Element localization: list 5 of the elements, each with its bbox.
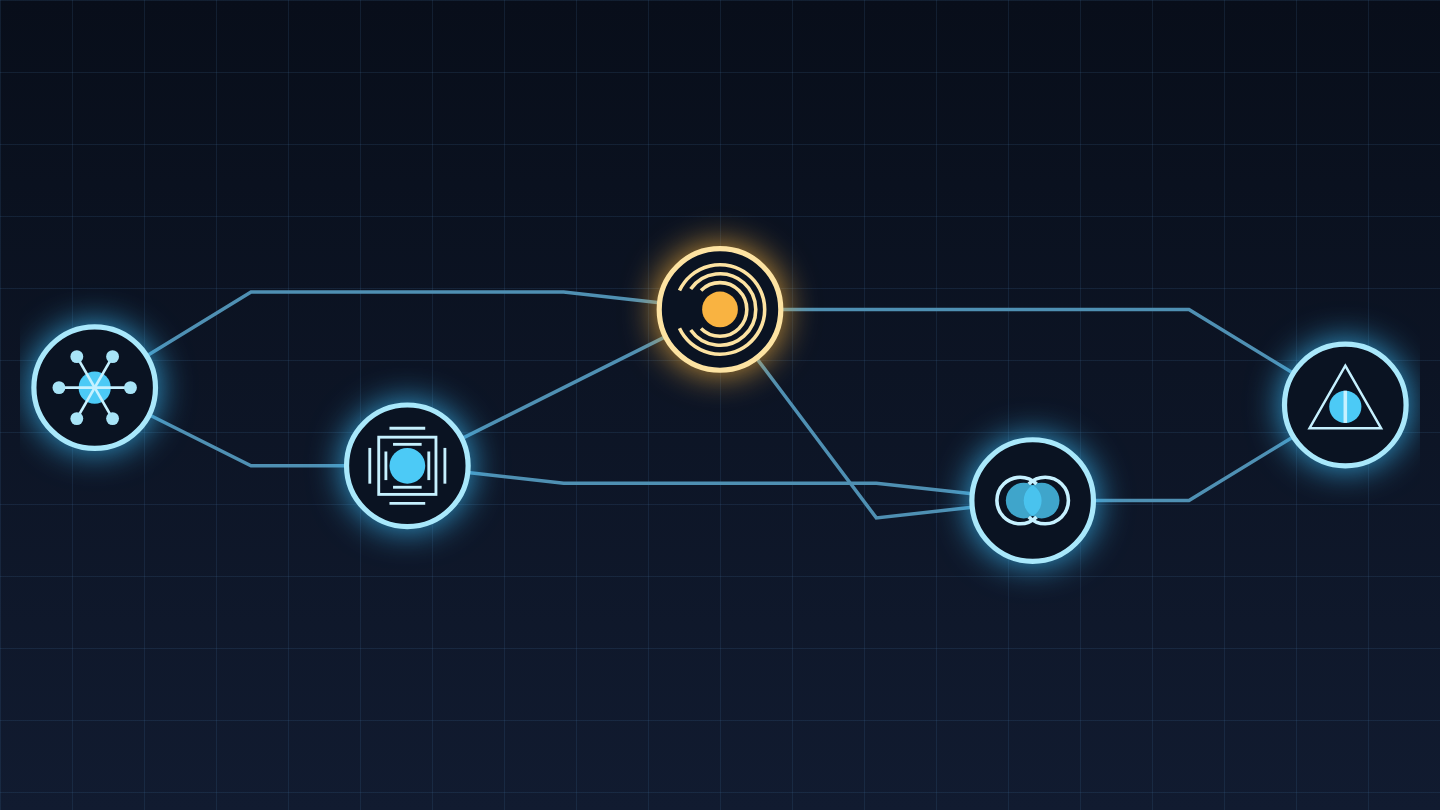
node-circle: [31, 324, 159, 452]
node-circle: [656, 246, 784, 373]
node-circle: [969, 437, 1097, 564]
node-circle: [343, 402, 471, 530]
node-circle: [1281, 341, 1409, 469]
